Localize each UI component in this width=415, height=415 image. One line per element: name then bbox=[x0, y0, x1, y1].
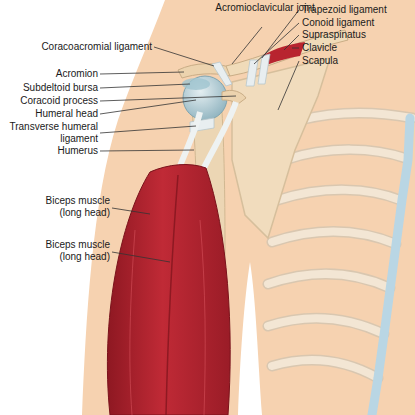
biceps-muscle bbox=[107, 165, 230, 415]
part-label: Transverse humeral ligament bbox=[2, 121, 98, 145]
muscle-fibre bbox=[200, 220, 205, 415]
part-label: Acromion bbox=[2, 68, 98, 80]
muscle-label: Biceps muscle (long head) bbox=[30, 195, 110, 219]
part-label: Coracoid process bbox=[2, 95, 98, 107]
part-label: Conoid ligament bbox=[302, 17, 412, 29]
part-label: Scapula bbox=[302, 55, 412, 67]
scapula bbox=[232, 58, 330, 238]
muscle-divide bbox=[166, 175, 178, 415]
muscle-fibre bbox=[130, 230, 135, 415]
part-label: Trapezoid ligament bbox=[302, 4, 412, 16]
part-label: Humeral head bbox=[2, 108, 98, 120]
part-label: Subdeltoid bursa bbox=[2, 82, 98, 94]
part-label: Humerus bbox=[2, 145, 98, 157]
part-label: Clavicle bbox=[302, 42, 412, 54]
ligament bbox=[212, 62, 232, 86]
joint-label: Acromioclavicular joint bbox=[215, 2, 315, 14]
skin bbox=[82, 0, 415, 415]
tendon bbox=[200, 102, 236, 176]
muscle-label: Biceps muscle (long head) bbox=[30, 239, 110, 263]
part-label: Coracoacromial ligament bbox=[4, 41, 152, 53]
ligament bbox=[246, 60, 258, 86]
part-label: Supraspinatus bbox=[302, 29, 412, 41]
